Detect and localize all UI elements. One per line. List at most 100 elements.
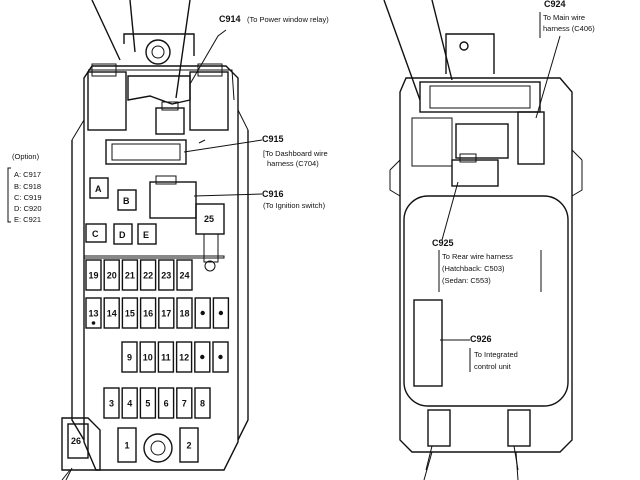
fuse-1-box [117,427,137,463]
c926-description-2: control unit [474,362,512,371]
fuse-7-label: 7 [182,399,187,409]
connector-letter-e: E [143,230,149,240]
spare-fuse-row2-1-box [212,297,230,329]
fuse-10-box [139,341,156,373]
fuse-15-box [121,297,139,329]
mounting-hole-bottom [143,433,173,463]
fuse-5-box [139,387,157,419]
fuse-10-label: 10 [143,353,153,363]
spare-fuse-row2-0-dot [200,310,205,316]
fuse-20-label: 20 [107,271,117,281]
spare-fuse-row3-1-box [212,341,229,373]
fuse-4-box [121,387,138,419]
fuse-9-box [121,341,138,373]
fuse-13-label: 13 [88,309,98,319]
fuse-3-box [103,387,120,419]
option-d: D: C920 [14,204,42,213]
fuse-12-label: 12 [179,353,189,363]
fuse-2-box [179,427,199,463]
fuse-14-label: 14 [107,309,117,319]
fuse-6-box [157,387,175,419]
c914-connector [155,107,185,135]
fuse-label-25: 25 [204,214,214,224]
fuse-13-marker-dot [91,321,96,325]
c916-label: C916 [262,189,284,199]
fuse-label-26: 26 [71,436,81,446]
connector-letter-b: B [123,196,130,206]
spare-fuse-row3-0-box [194,341,211,373]
connector-d [113,223,133,245]
fuse-6-label: 6 [164,399,169,409]
fuse-8-box [194,387,211,419]
fuse-21-box [121,259,139,291]
fuse-19-label: 19 [88,271,98,281]
fuse-20-box [103,259,120,291]
fuse-15-label: 15 [125,309,135,319]
fuse-17-box [158,297,175,329]
fuse-17-label: 17 [161,309,171,319]
fuse-11-label: 11 [161,353,171,363]
fuse-23-box [158,259,175,291]
fuse-2-label: 2 [186,441,191,451]
fuse-16-box [139,297,157,329]
c924-description-2: harness (C406) [543,24,595,33]
c916-connector [149,181,197,219]
spare-fuse-row2-1-dot [218,310,224,316]
c925-description-3: (Sedan: C553) [442,276,491,285]
rear-fuse-box [383,0,583,480]
fuse-24-label: 24 [179,271,189,281]
fuse-16-label: 16 [143,309,153,319]
c925-connector [451,159,499,187]
c915-label: C915 [262,134,284,144]
front-fuse-box [61,0,249,480]
c925-label: C925 [432,238,454,248]
fuse-22-box [139,259,157,291]
fuse-9-label: 9 [127,353,132,363]
c924-label: C924 [544,0,566,9]
fuse-12-box [175,341,193,373]
fuse-26 [67,423,89,459]
fuse-18-box [176,297,193,329]
fuse-1-label: 1 [124,441,129,451]
spare-fuse-row2-0-box [194,297,211,329]
c915-description-1: [To Dashboard wire [263,149,328,158]
fuse-5-label: 5 [145,399,150,409]
fuse-24-box [176,259,193,291]
connector-b [117,189,137,211]
spare-fuse-row3-0-dot [200,354,205,360]
fuse-7-box [176,387,193,419]
connector-letter-a: A [95,184,102,194]
connector-a [89,177,109,199]
connector-letter-c: C [92,229,99,239]
c914-description: (To Power window relay) [247,15,329,24]
c916-description: (To Ignition switch) [263,201,326,210]
fuse-13-box [85,297,102,329]
c915-description-2: harness (C704) [267,159,319,168]
fuse-23-label: 23 [161,271,171,281]
c925-description-1: To Rear wire harness [442,252,513,261]
option-e: E: C921 [14,215,41,224]
spare-fuse-row3-1-dot [218,354,223,360]
rear-mounting-hole [459,41,469,51]
connector-c [85,223,107,243]
c924-description-1: To Main wire [543,13,585,22]
fuse-14-box [103,297,120,329]
connector-letter-d: D [119,230,126,240]
fuse-22-label: 22 [143,271,153,281]
option-c: C: C919 [14,193,42,202]
option-a: A: C917 [14,170,41,179]
c926-connector [413,299,443,387]
connector-e [137,223,157,245]
fuse-11-box [157,341,175,373]
c914-label: C914 [219,14,241,24]
c926-label: C926 [470,334,492,344]
c926-description-1: To Integrated [474,350,518,359]
mounting-hole-top [145,39,171,65]
option-b: B: C918 [14,182,41,191]
fuse-3-label: 3 [109,399,114,409]
option-heading: (Option) [12,152,40,161]
fuse-8-label: 8 [200,399,205,409]
fuse-19-box [85,259,102,291]
